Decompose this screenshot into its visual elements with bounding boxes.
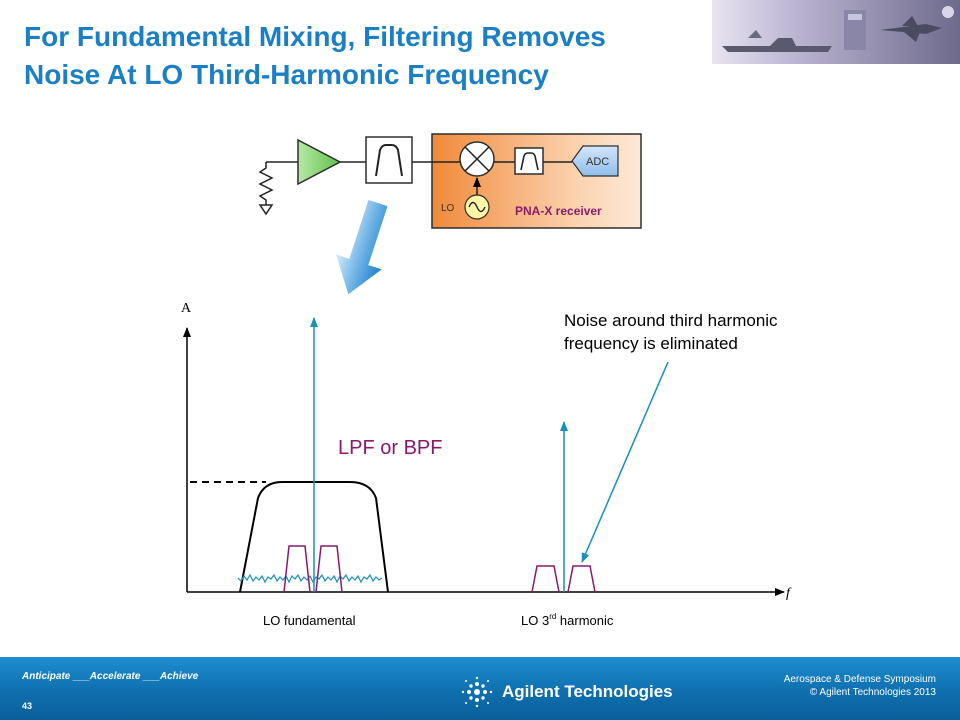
footer-bar: Anticipate ___Accelerate ___Achieve 43 [0,657,960,720]
pna-x-receiver-label: PNA-X receiver [515,204,602,218]
lo-third-prefix: LO 3 [521,613,549,628]
lo-source-icon [464,177,490,220]
lo-third-harmonic-label: LO 3rd harmonic [521,612,614,628]
company-name: Agilent Technologies [502,682,673,701]
title-line-2: Noise At LO Third-Harmonic Frequency [24,59,549,90]
agilent-logo: Agilent Technologies [460,675,673,709]
noise-lump-third-left [531,565,560,593]
title-line-1: For Fundamental Mixing, Filtering Remove… [24,21,606,52]
adc-icon [571,145,619,177]
event-name: Aerospace & Defense Symposium [783,674,936,685]
page-number: 43 [22,701,33,711]
lo-label: LO [441,203,455,214]
annotation-line-1: Noise around third harmonic [564,311,778,330]
bandpass-filter-icon [365,136,413,184]
annotation-pointer-arrow [581,361,669,563]
y-axis-label: A [181,301,192,316]
mixer-icon [459,141,495,177]
noise-lump-fundamental-left [283,545,311,593]
event-info: Aerospace & Defense Symposium © Agilent … [784,673,936,699]
spectrum-plot: A f LPF or BPF Noise around third harmon… [181,301,792,628]
adc-label: ADC [586,156,609,168]
down-arrow-icon [336,199,388,295]
lpf-bpf-response-curve [239,481,389,593]
lo-fundamental-label: LO fundamental [263,613,356,628]
defense-banner-image [712,0,960,64]
annotation-line-2: frequency is eliminated [564,334,738,353]
resistor-icon [258,161,299,216]
spark-logo-icon [461,676,493,708]
lo-third-superscript: rd [549,612,556,621]
copyright: © Agilent Technologies 2013 [809,687,936,698]
slide-title: For Fundamental Mixing, Filtering Remove… [24,18,606,94]
receiver-block-diagram: ADC LO PNA-X receiver [258,133,642,229]
filter-label: LPF or BPF [338,437,442,459]
noise-lump-third-right [567,565,596,593]
noise-lump-fundamental-right [315,545,343,593]
if-filter-icon [514,147,544,175]
amplifier-icon [297,138,342,186]
lo-third-suffix: harmonic [556,613,614,628]
footer-tagline: Anticipate ___Accelerate ___Achieve [22,671,199,682]
noise-floor [237,573,383,584]
x-axis-label: f [786,586,792,601]
mixing-diagram: ADC LO PNA-X receiver A f [181,133,792,628]
